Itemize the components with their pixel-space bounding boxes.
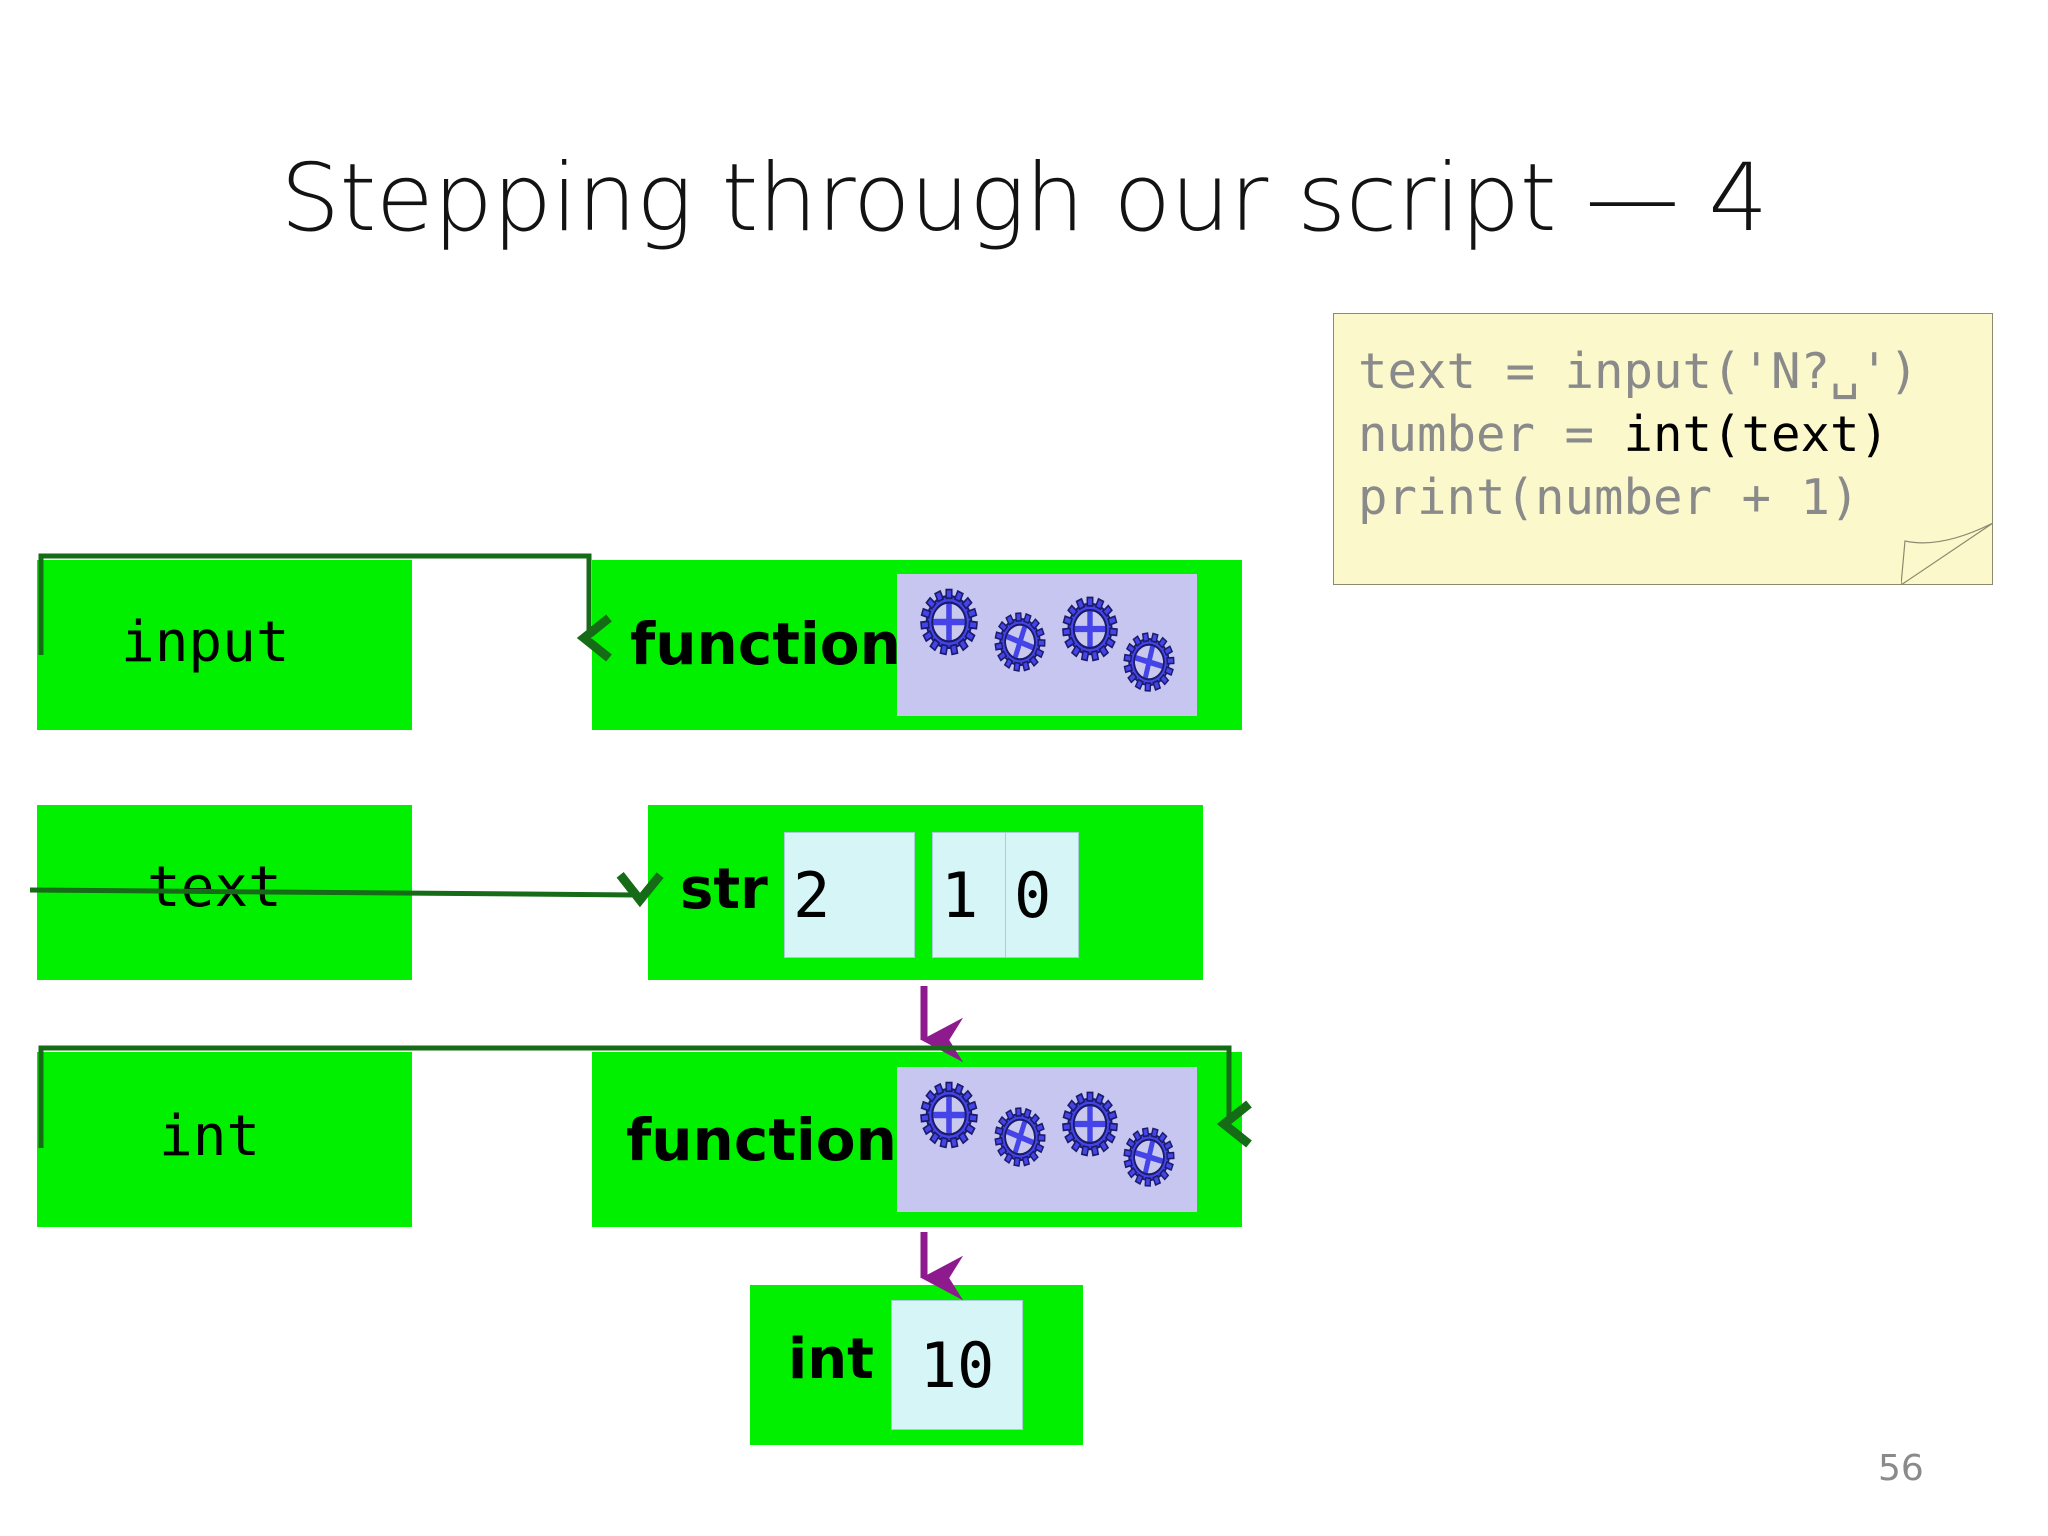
box-name-int: int xyxy=(37,1052,412,1227)
str-cell-0: 2 xyxy=(784,832,915,958)
str-cell-1: 1 xyxy=(932,832,1006,958)
gears-icon xyxy=(897,574,1197,716)
page-title: Stepping through our script — 4 xyxy=(280,144,1768,253)
code-line-2-highlight: int(text) xyxy=(1623,406,1890,463)
box-name-text: text xyxy=(37,805,412,980)
int-cell-0: 10 xyxy=(891,1300,1023,1430)
page-curl-icon xyxy=(1901,523,1993,585)
label-int: int xyxy=(159,1104,261,1169)
page-number: 56 xyxy=(1878,1448,1924,1489)
label-text: text xyxy=(147,855,282,920)
label-input: input xyxy=(121,610,290,675)
label-type-int: int xyxy=(788,1327,874,1392)
code-line-1: text = input('N?␣') xyxy=(1358,343,1919,400)
box-function-int: function xyxy=(592,1052,1242,1227)
gears-icon xyxy=(897,1067,1197,1212)
code-line-3: print(number + 1) xyxy=(1358,469,1860,526)
box-function-input: function xyxy=(592,560,1242,730)
box-value-int: int 10 xyxy=(750,1285,1083,1445)
str-cell-2: 0 xyxy=(1005,832,1079,958)
box-name-input: input xyxy=(37,560,412,730)
label-type-str: str xyxy=(680,857,768,922)
code-note-text: text = input('N?␣') number = int(text) p… xyxy=(1358,340,1919,529)
box-value-str: str 2 1 0 xyxy=(648,805,1203,980)
label-function-1: function xyxy=(630,610,901,678)
label-function-2: function xyxy=(626,1106,897,1174)
code-line-2-prefix: number = xyxy=(1358,406,1624,463)
code-note: text = input('N?␣') number = int(text) p… xyxy=(1333,313,1993,585)
